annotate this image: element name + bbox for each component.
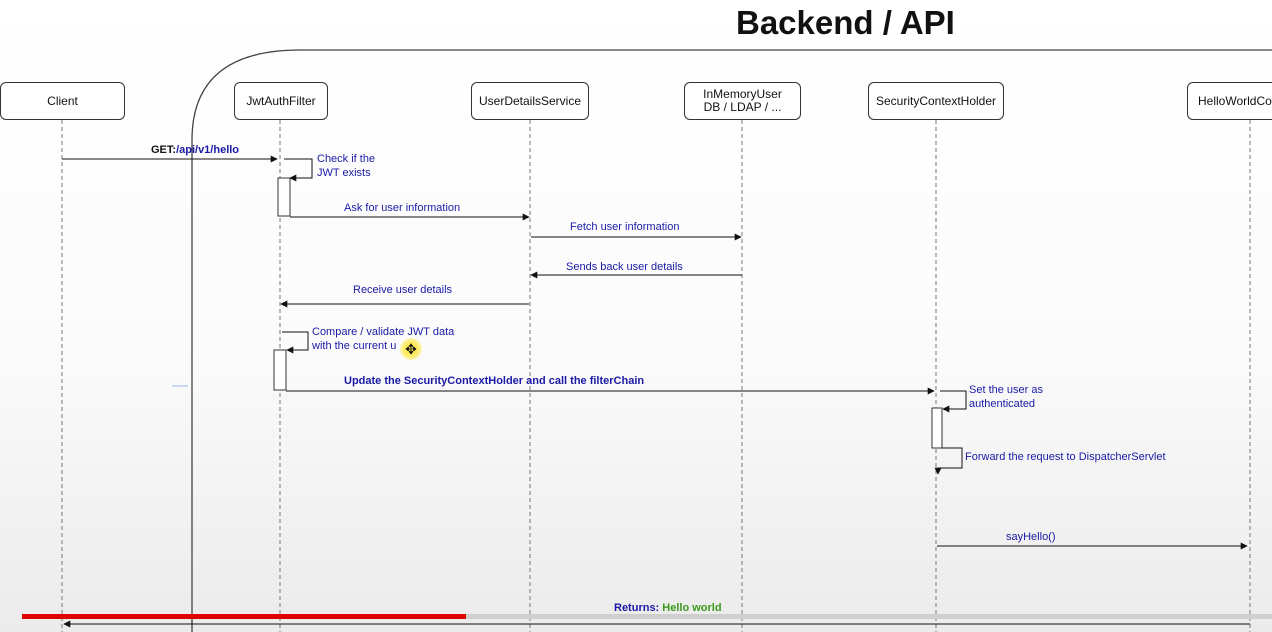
message-get-method: GET: [151, 144, 177, 156]
participant-helloworldcontroller: HelloWorldCon [1187, 82, 1272, 120]
message-set-auth: Set the user as authenticated [969, 384, 1043, 410]
participant-label: UserDetailsService [478, 93, 582, 108]
participant-label: SecurityContextHolder [875, 93, 997, 108]
arrow-compare [282, 331, 309, 354]
diagram-title: Backend / API [736, 4, 955, 41]
message-ask-user: Ask for user information [344, 202, 461, 214]
message-sends-back: Sends back user details [566, 261, 683, 273]
activation-jwt-1 [277, 177, 291, 217]
arrow-check-jwt [284, 158, 313, 182]
message-fetch-user: Fetch user information [570, 221, 680, 233]
message-get: GET:/api/v1/hello [151, 143, 239, 157]
backend-boundary [191, 49, 1272, 632]
participant-client: Client [0, 82, 125, 120]
message-check-jwt: Check if the JWT exists [317, 153, 376, 179]
participant-label: InMemoryUser DB / LDAP / ... [703, 87, 782, 114]
participant-label: Client [47, 93, 78, 108]
message-returns-key: Returns: [614, 602, 660, 614]
participant-userdetailsservice: UserDetailsService [471, 82, 589, 120]
message-forward: Forward the request to DispatcherServlet [965, 451, 1166, 463]
video-progress-bar[interactable] [22, 614, 1272, 619]
message-update: Update the SecurityContextHolder and cal… [344, 375, 645, 387]
arrow-forward [934, 447, 963, 475]
message-say-hello: sayHello() [1006, 531, 1056, 543]
video-progress-fill [22, 614, 466, 619]
arrow-set-auth [940, 390, 967, 413]
message-returns: Returns: Hello world [614, 602, 722, 614]
message-receive: Receive user details [353, 284, 453, 296]
message-compare: Compare / validate JWT data with the cur… [312, 326, 455, 352]
participant-jwtauthfilter: JwtAuthFilter [234, 82, 328, 120]
participant-securitycontextholder: SecurityContextHolder [868, 82, 1004, 120]
participant-label: HelloWorldCon [1198, 93, 1272, 108]
participant-label: JwtAuthFilter [246, 93, 316, 108]
message-returns-value: Hello world [662, 602, 722, 614]
move-cursor-icon: ✥ [400, 338, 422, 360]
message-get-path: /api/v1/hello [176, 144, 240, 156]
participant-inmemoryuser: InMemoryUser DB / LDAP / ... [684, 82, 801, 120]
activation-sch [931, 407, 943, 449]
activation-jwt-2 [273, 349, 287, 391]
